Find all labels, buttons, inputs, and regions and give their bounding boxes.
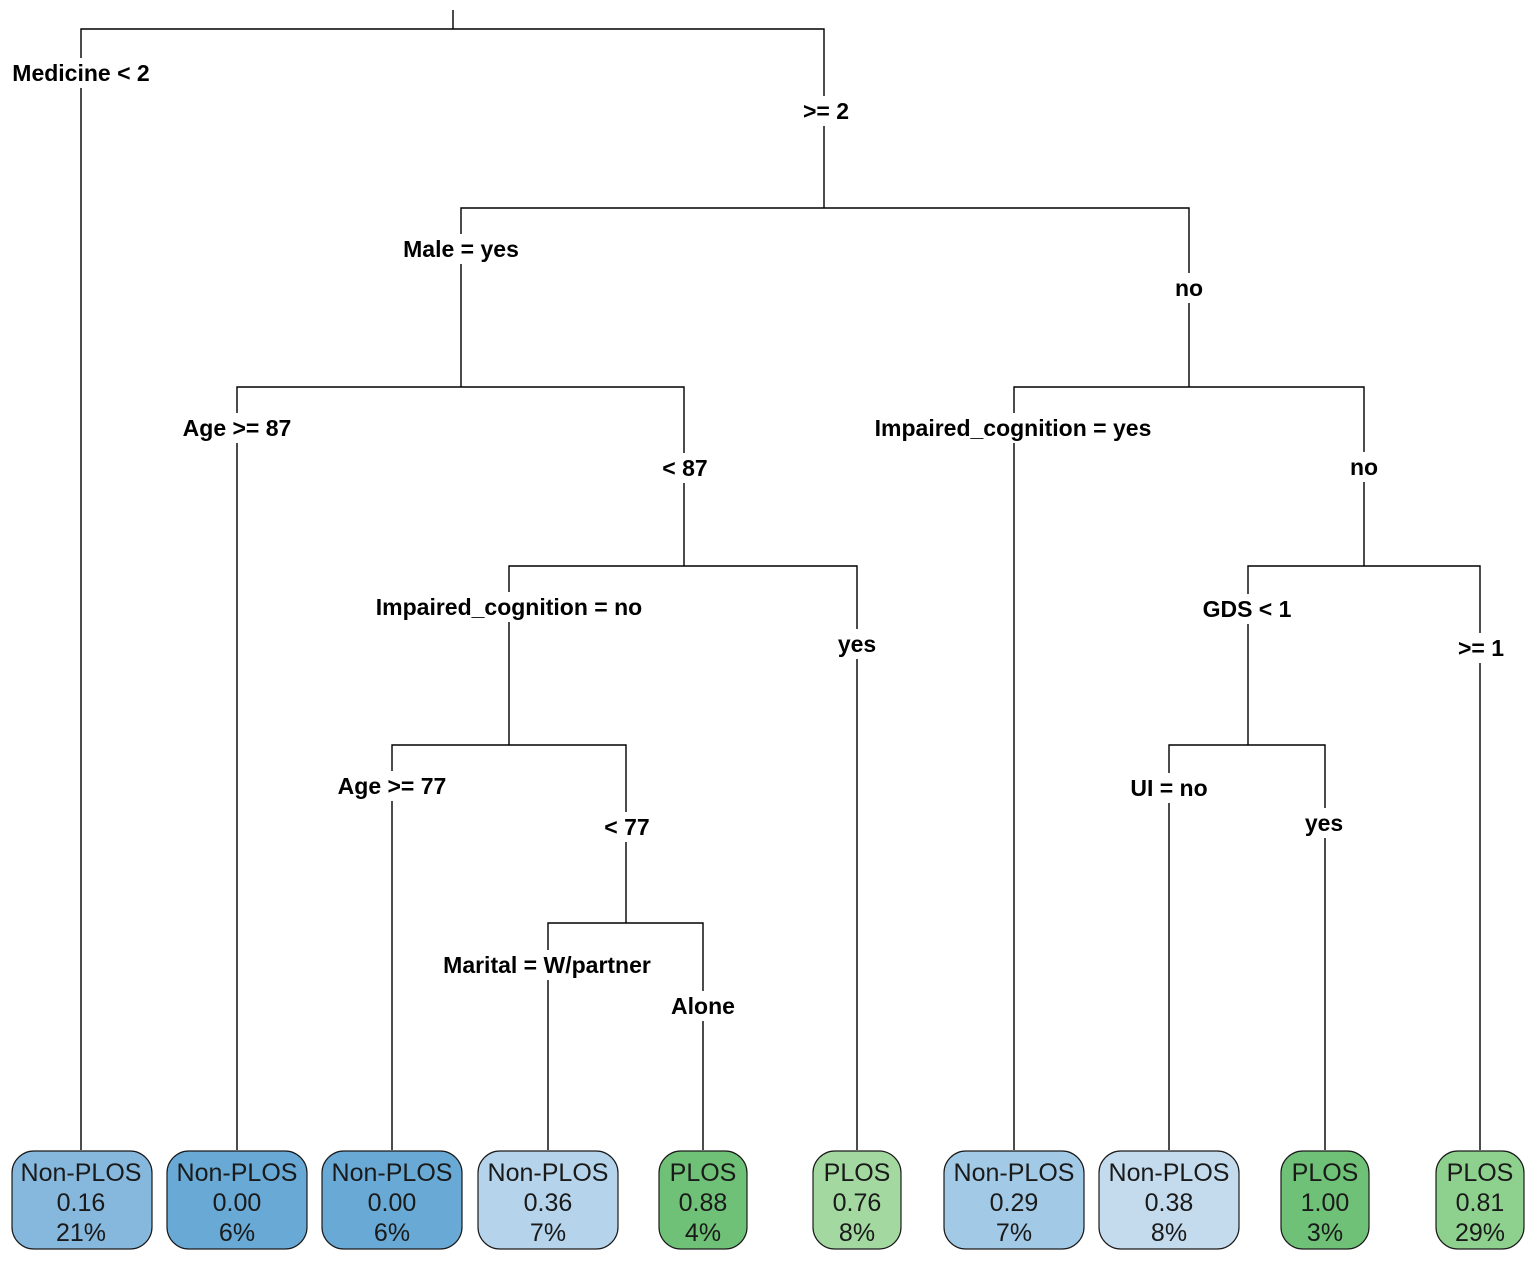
leaf-node-6: PLOS 0.76 8% xyxy=(812,1150,902,1250)
leaf-percent: 8% xyxy=(1151,1219,1187,1247)
leaf-class: Non-PLOS xyxy=(1109,1159,1230,1187)
leaf-probability: 0.00 xyxy=(213,1189,262,1217)
split-label: Male = yes xyxy=(403,236,519,262)
split-gds-right: >= 1 xyxy=(1452,633,1510,663)
leaf-percent: 6% xyxy=(374,1219,410,1247)
leaf-node-10: PLOS 0.81 29% xyxy=(1435,1150,1525,1250)
split-cogf-right: no xyxy=(1343,452,1385,482)
split-age77-left: Age >= 77 xyxy=(327,771,457,801)
split-label: Marital = W/partner xyxy=(443,952,651,978)
leaf-node-5: PLOS 0.88 4% xyxy=(658,1150,748,1250)
leaf-class: PLOS xyxy=(670,1159,737,1187)
leaf-box xyxy=(321,1150,463,1250)
split-label: Impaired_cognition = no xyxy=(376,594,642,620)
leaf-probability: 0.38 xyxy=(1145,1189,1194,1217)
split-cogm-right: yes xyxy=(830,629,884,659)
split-label: Impaired_cognition = yes xyxy=(875,415,1152,441)
split-label: no xyxy=(1175,275,1203,301)
split-marital-left: Marital = W/partner xyxy=(432,950,664,980)
split-medicine-right: >= 2 xyxy=(795,96,855,126)
leaf-percent: 6% xyxy=(219,1219,255,1247)
split-ui-right: yes xyxy=(1298,808,1352,838)
split-male-left: Male = yes xyxy=(394,234,528,264)
split-label: < 87 xyxy=(662,455,707,481)
leaf-class: Non-PLOS xyxy=(21,1159,142,1187)
leaf-box xyxy=(1098,1150,1240,1250)
leaf-node-7: Non-PLOS 0.29 7% xyxy=(943,1150,1085,1250)
edge-male-split xyxy=(460,207,1190,387)
leaf-node-4: Non-PLOS 0.36 7% xyxy=(477,1150,619,1250)
edge-ui-split xyxy=(1168,744,1326,1150)
split-label: GDS < 1 xyxy=(1203,596,1292,622)
split-label: no xyxy=(1350,454,1378,480)
edge-age87-split xyxy=(236,386,685,1150)
split-label: >= 2 xyxy=(803,98,849,124)
leaf-probability: 0.00 xyxy=(368,1189,417,1217)
leaf-percent: 3% xyxy=(1307,1219,1343,1247)
split-label: yes xyxy=(838,631,876,657)
tree-edges xyxy=(80,10,1481,1150)
leaf-percent: 7% xyxy=(996,1219,1032,1247)
leaf-node-9: PLOS 1.00 3% xyxy=(1280,1150,1370,1250)
leaf-probability: 0.29 xyxy=(990,1189,1039,1217)
split-label: Medicine < 2 xyxy=(12,60,149,86)
split-age77-right: < 77 xyxy=(596,812,658,842)
split-label: UI = no xyxy=(1130,775,1207,801)
split-cogf-left: Impaired_cognition = yes xyxy=(862,413,1164,443)
leaf-box xyxy=(477,1150,619,1250)
split-male-right: no xyxy=(1168,273,1210,303)
leaf-probability: 0.81 xyxy=(1456,1189,1505,1217)
leaf-node-3: Non-PLOS 0.00 6% xyxy=(321,1150,463,1250)
leaf-probability: 1.00 xyxy=(1301,1189,1350,1217)
leaf-box xyxy=(658,1150,748,1250)
split-label: Age >= 87 xyxy=(183,415,292,441)
leaf-percent: 8% xyxy=(839,1219,875,1247)
leaf-class: Non-PLOS xyxy=(177,1159,298,1187)
split-label: < 77 xyxy=(604,814,649,840)
leaf-node-1: Non-PLOS 0.16 21% xyxy=(11,1150,153,1250)
leaf-probability: 0.16 xyxy=(57,1189,106,1217)
leaf-class: Non-PLOS xyxy=(332,1159,453,1187)
leaf-class: Non-PLOS xyxy=(488,1159,609,1187)
leaf-probability: 0.76 xyxy=(833,1189,882,1217)
leaf-box xyxy=(1435,1150,1525,1250)
split-gds-left: GDS < 1 xyxy=(1192,594,1302,624)
leaf-class: Non-PLOS xyxy=(954,1159,1075,1187)
leaf-box xyxy=(943,1150,1085,1250)
leaf-box xyxy=(812,1150,902,1250)
edge-cogf-split xyxy=(1013,386,1365,1150)
leaf-class: PLOS xyxy=(1447,1159,1514,1187)
leaf-box xyxy=(11,1150,153,1250)
leaf-class: PLOS xyxy=(1292,1159,1359,1187)
edge-marital-split xyxy=(547,922,704,1150)
leaf-class: PLOS xyxy=(824,1159,891,1187)
split-label: yes xyxy=(1305,810,1343,836)
leaf-node-2: Non-PLOS 0.00 6% xyxy=(166,1150,308,1250)
split-medicine-left: Medicine < 2 xyxy=(4,58,158,88)
split-label: Age >= 77 xyxy=(338,773,447,799)
leaf-box xyxy=(166,1150,308,1250)
split-label: Alone xyxy=(671,993,735,1019)
leaf-percent: 21% xyxy=(56,1219,106,1247)
split-marital-right: Alone xyxy=(664,991,742,1021)
leaf-percent: 7% xyxy=(530,1219,566,1247)
leaf-percent: 4% xyxy=(685,1219,721,1247)
leaf-node-8: Non-PLOS 0.38 8% xyxy=(1098,1150,1240,1250)
edge-cogm-split xyxy=(508,565,858,1150)
leaf-percent: 29% xyxy=(1455,1219,1505,1247)
leaf-nodes: Non-PLOS 0.16 21% Non-PLOS 0.00 6% Non-P… xyxy=(11,1150,1525,1250)
edge-gds-split xyxy=(1247,565,1481,1150)
leaf-probability: 0.36 xyxy=(524,1189,573,1217)
leaf-box xyxy=(1280,1150,1370,1250)
edge-root-split xyxy=(80,28,825,1150)
split-cogm-left: Impaired_cognition = no xyxy=(364,592,654,622)
leaf-probability: 0.88 xyxy=(679,1189,728,1217)
split-age87-left: Age >= 87 xyxy=(172,413,302,443)
split-age87-right: < 87 xyxy=(654,453,716,483)
split-ui-left: UI = no xyxy=(1122,773,1216,803)
split-label: >= 1 xyxy=(1458,635,1504,661)
split-labels: Medicine < 2 >= 2 Male = yes no Age >= 8… xyxy=(4,58,1510,1021)
edge-age77-split xyxy=(391,744,627,1150)
